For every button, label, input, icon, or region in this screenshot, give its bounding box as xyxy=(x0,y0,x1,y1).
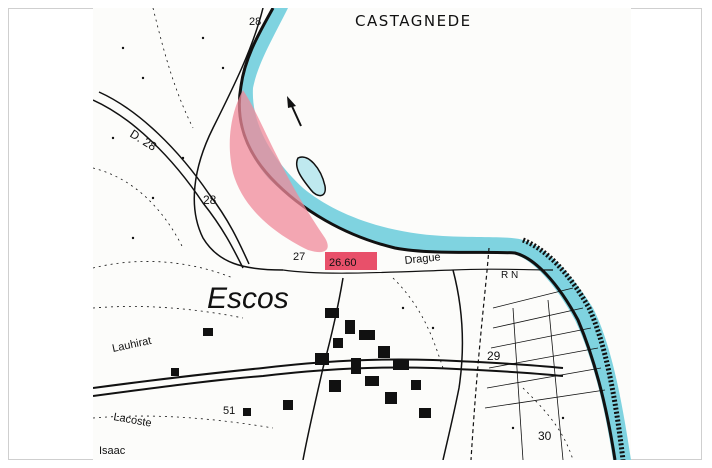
topographic-map: CASTAGNEDE 28 D. 28 28 27 26.60 Drague R… xyxy=(93,8,631,460)
label-spot-51: 51 xyxy=(223,405,235,417)
label-spot-27: 27 xyxy=(293,251,305,263)
label-elevation-2660: 26.60 xyxy=(329,257,357,269)
label-road-28-top: 28 xyxy=(249,16,261,28)
riverbank-line xyxy=(237,8,617,460)
label-lacoste: Lacoste xyxy=(112,411,152,430)
elevation-box xyxy=(325,252,377,270)
river-island xyxy=(296,156,326,197)
flood-zone xyxy=(229,90,328,253)
village-buildings xyxy=(171,308,431,418)
label-spot-29: 29 xyxy=(487,349,501,363)
label-isaac: Isaac xyxy=(99,445,126,457)
label-rn: R N xyxy=(501,270,518,281)
label-drague: Drague xyxy=(404,251,441,267)
label-road-28-mid: 28 xyxy=(203,193,217,207)
label-spot-30: 30 xyxy=(538,429,552,443)
label-castagnede: CASTAGNEDE xyxy=(355,12,472,30)
label-escos: Escos xyxy=(207,282,289,315)
label-lauhirat: Lauhirat xyxy=(111,335,152,355)
